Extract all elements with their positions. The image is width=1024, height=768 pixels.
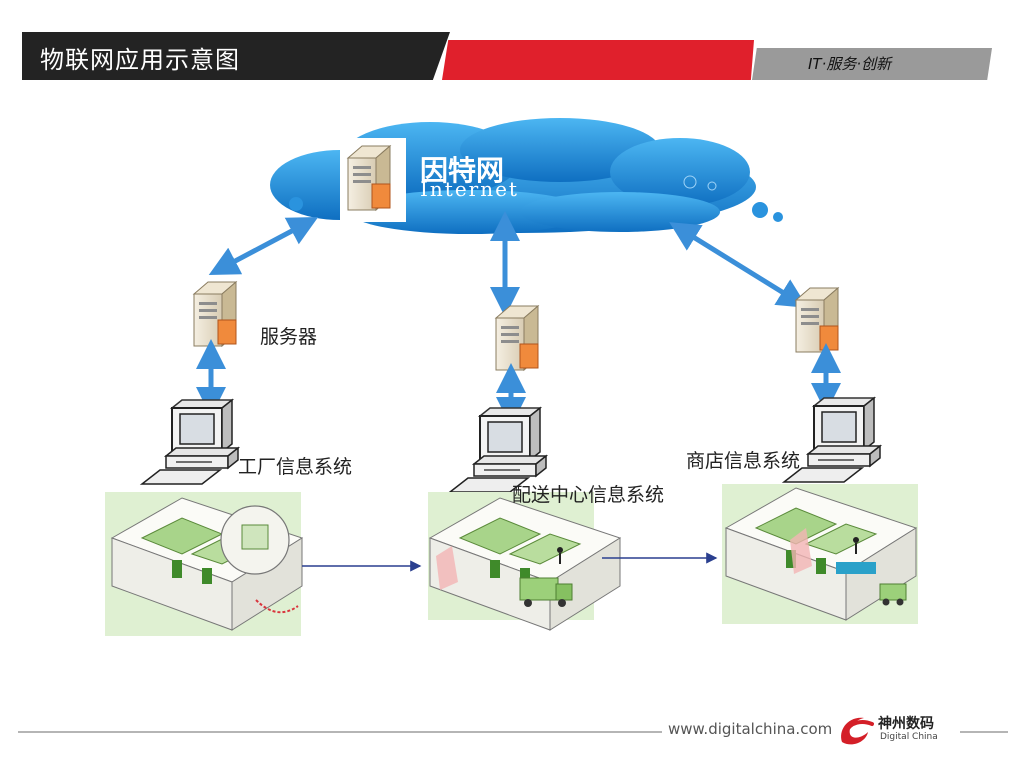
distribution-scene bbox=[428, 492, 621, 631]
brand-name-en: Digital China bbox=[880, 732, 938, 742]
distribution-server-icon bbox=[495, 305, 539, 371]
header-red-bar bbox=[442, 40, 754, 80]
footer-url: www.digitalchina.com bbox=[662, 720, 839, 738]
digital-china-logo-icon bbox=[841, 717, 874, 745]
factory-computer-icon bbox=[141, 399, 239, 485]
footer-divider bbox=[18, 731, 1008, 733]
link-internet-store bbox=[669, 222, 808, 308]
header-title-bar bbox=[22, 32, 450, 80]
distribution-system-label: 配送中心信息系统 bbox=[512, 484, 665, 506]
central-server-icon bbox=[347, 145, 391, 211]
store-system-label: 商店信息系统 bbox=[686, 450, 801, 472]
header-slogan-bar bbox=[752, 48, 992, 80]
store-server-icon bbox=[795, 287, 839, 353]
brand-name-cn: 神州数码 bbox=[878, 716, 934, 732]
factory-server-icon bbox=[193, 281, 237, 347]
page-title: 物联网应用示意图 bbox=[40, 46, 240, 74]
header-slogan: IT·服务·创新 bbox=[808, 55, 892, 73]
link-internet-factory bbox=[208, 216, 319, 276]
factory-system-label: 工厂信息系统 bbox=[238, 456, 353, 478]
store-scene bbox=[722, 484, 918, 624]
cloud-title-cn: 因特网 bbox=[420, 154, 504, 187]
server-label: 服务器 bbox=[260, 326, 318, 348]
cloud-title-en: Internet bbox=[420, 177, 519, 201]
factory-scene bbox=[105, 492, 303, 636]
